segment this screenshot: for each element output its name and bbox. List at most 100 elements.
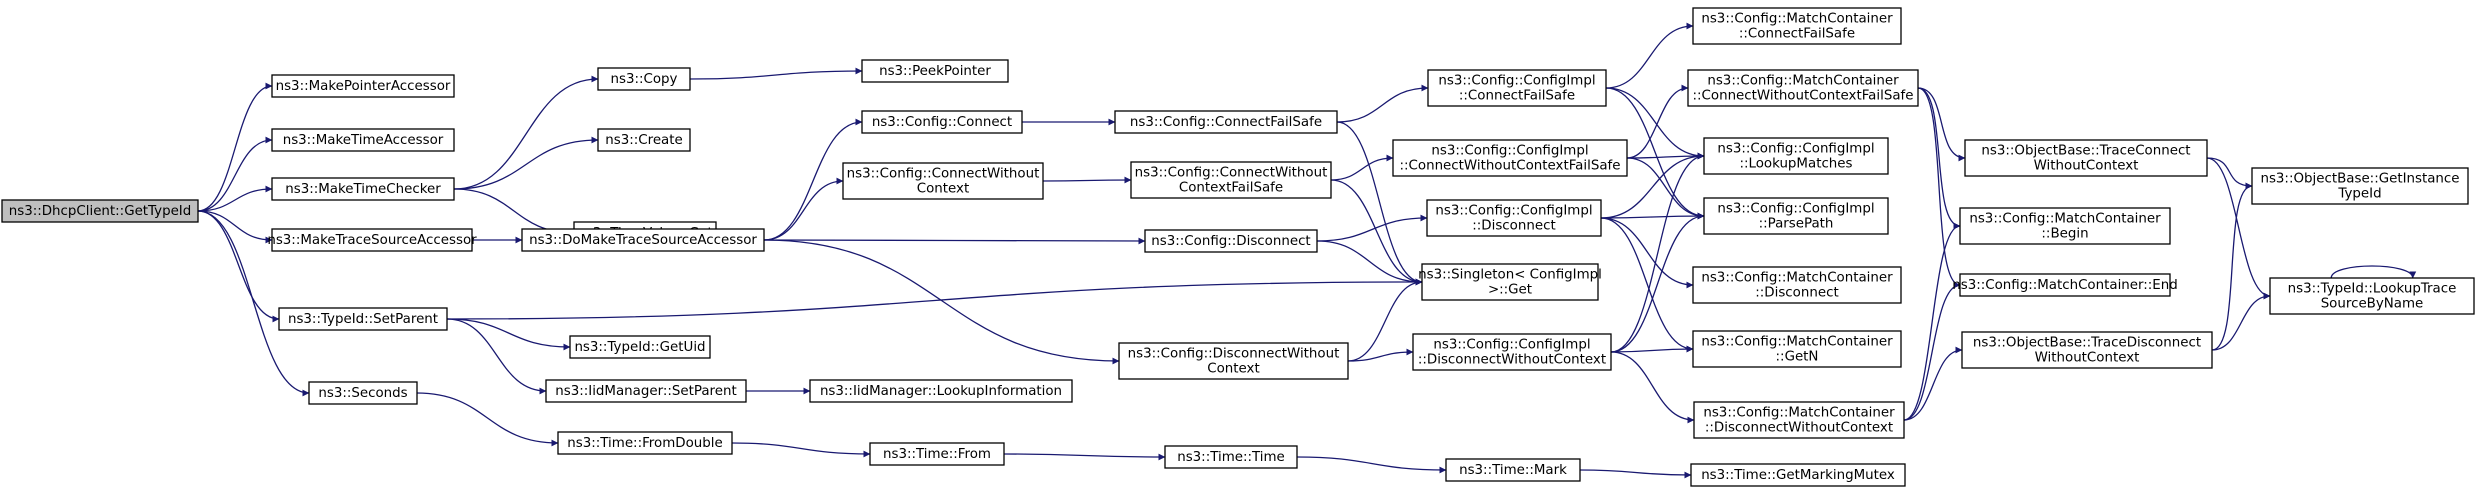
node-label: ns3::Config::Connect (872, 115, 1012, 130)
node-impl-disconnect[interactable]: ns3::Config::ConfigImpl::Disconnect (1426, 199, 1602, 237)
node-box (1130, 161, 1332, 199)
node-ob-trace-connect-without-context[interactable]: ns3::ObjectBase::TraceConnectWithoutCont… (1964, 139, 2208, 177)
node-make-time-checker[interactable]: ns3::MakeTimeChecker (271, 177, 455, 201)
edge-type-id-lookup-trace-source-by-name-to-type-id-lookup-trace-source-by-name (2330, 265, 2417, 279)
node-time-time[interactable]: ns3::Time::Time (1164, 445, 1298, 469)
node-do-make-trace-source-accessor[interactable]: ns3::DoMakeTraceSourceAccessor (521, 228, 765, 252)
node-time-get-marking-mutex[interactable]: ns3::Time::GetMarkingMutex (1690, 463, 1906, 487)
node-box (569, 335, 711, 359)
node-config-connect-without-context-fail-safe[interactable]: ns3::Config::ConnectWithoutContextFailSa… (1130, 161, 1332, 199)
node-box (1144, 229, 1318, 253)
node-iid-manager-set-parent[interactable]: ns3::IidManager::SetParent (545, 379, 747, 403)
node-label: ::Begin (2041, 227, 2088, 242)
node-copy[interactable]: ns3::Copy (597, 67, 691, 91)
node-peek-pointer[interactable]: ns3::PeekPointer (861, 59, 1009, 83)
edge-type-id-set-parent-to-singleton-get (446, 278, 1423, 320)
edge-mc-connect-without-context-fail-safe-to-ob-trace-connect-without-context (1917, 87, 1966, 162)
node-label: ns3::Config::MatchContainer (1701, 335, 1893, 350)
node-type-id-set-parent[interactable]: ns3::TypeId::SetParent (278, 307, 448, 331)
node-type-id-get-uid[interactable]: ns3::TypeId::GetUid (569, 335, 711, 359)
node-mc-end[interactable]: ns3::Config::MatchContainer::End (1952, 273, 2178, 297)
node-label: ns3::IidManager::SetParent (555, 384, 737, 399)
node-label: ns3::Config::Disconnect (1151, 234, 1310, 249)
node-config-connect-fail-safe[interactable]: ns3::Config::ConnectFailSafe (1114, 110, 1338, 134)
node-mc-disconnect[interactable]: ns3::Config::MatchContainer::Disconnect (1692, 266, 1902, 304)
node-singleton-get[interactable]: ns3::Singleton< ConfigImpl >::Get (1418, 263, 1602, 301)
node-label: ns3::ObjectBase::GetInstance (2260, 172, 2459, 187)
node-impl-disconnect-without-context[interactable]: ns3::Config::ConfigImpl::DisconnectWitho… (1412, 333, 1612, 371)
call-edges (197, 22, 2417, 479)
node-box (1693, 401, 1905, 439)
node-time-from[interactable]: ns3::Time::From (869, 442, 1005, 466)
node-label: ::ConnectWithoutContextFailSafe (1400, 159, 1621, 174)
node-mc-begin[interactable]: ns3::Config::MatchContainer::Begin (1959, 207, 2171, 245)
edge-impl-connect-without-context-fail-safe-to-impl-parse-path (1626, 157, 1705, 220)
edge-config-disconnect-to-singleton-get (1316, 240, 1423, 286)
node-label: ::ConnectFailSafe (1459, 89, 1575, 104)
node-label: ns3::DhcpClient::GetTypeId (9, 204, 192, 219)
edge-ob-trace-connect-without-context-to-ob-get-instance-type-id (2206, 157, 2253, 190)
edge-do-make-trace-source-accessor-to-config-disconnect (763, 237, 1146, 245)
node-box (1164, 445, 1298, 469)
node-mc-get-n[interactable]: ns3::Config::MatchContainer::GetN (1692, 330, 1902, 368)
node-box (2269, 277, 2475, 315)
node-label: ::LookupMatches (1739, 157, 1852, 172)
node-box (1703, 197, 1889, 235)
node-box (1114, 110, 1338, 134)
node-mc-connect-without-context-fail-safe[interactable]: ns3::Config::MatchContainer::ConnectWith… (1687, 69, 1919, 107)
node-impl-connect-without-context-fail-safe[interactable]: ns3::Config::ConfigImpl::ConnectWithoutC… (1392, 139, 1628, 177)
edge-ob-trace-disconnect-without-context-to-type-id-lookup-trace-source-by-name (2211, 292, 2271, 351)
edge-impl-connect-fail-safe-to-impl-parse-path (1605, 87, 1705, 220)
node-impl-parse-path[interactable]: ns3::Config::ConfigImpl::ParsePath (1703, 197, 1889, 235)
node-root[interactable]: ns3::DhcpClient::GetTypeId (1, 199, 199, 223)
node-mc-connect-fail-safe[interactable]: ns3::Config::MatchContainer::ConnectFail… (1692, 7, 1902, 45)
node-seconds[interactable]: ns3::Seconds (308, 381, 418, 405)
node-label: ns3::Time::FromDouble (567, 436, 722, 451)
node-time-from-double[interactable]: ns3::Time::FromDouble (557, 431, 733, 455)
node-label: ns3::IidManager::LookupInformation (820, 384, 1062, 399)
edge-root-to-type-id-set-parent (197, 210, 280, 323)
node-label: ns3::Config::ConfigImpl (1438, 74, 1595, 89)
node-make-trace-source-accessor[interactable]: ns3::MakeTraceSourceAccessor (267, 228, 477, 252)
edge-impl-disconnect-without-context-to-impl-lookup-matches (1610, 152, 1705, 353)
node-config-connect[interactable]: ns3::Config::Connect (861, 110, 1023, 134)
node-box (1392, 139, 1628, 177)
node-label: ::DisconnectWithoutContext (1705, 421, 1893, 436)
node-label: ns3::MakeTraceSourceAccessor (267, 233, 477, 248)
node-mc-disconnect-without-context[interactable]: ns3::Config::MatchContainer::DisconnectW… (1693, 401, 1905, 439)
node-ob-trace-disconnect-without-context[interactable]: ns3::ObjectBase::TraceDisconnectWithoutC… (1961, 331, 2213, 369)
node-label: ns3::TypeId::LookupTrace (2288, 282, 2457, 297)
node-label: ::ConnectFailSafe (1739, 27, 1855, 42)
node-label: ns3::Config::MatchContainer (1701, 271, 1893, 286)
node-label: ns3::TypeId::SetParent (288, 312, 438, 327)
edge-ob-trace-connect-without-context-to-type-id-lookup-trace-source-by-name (2206, 157, 2271, 300)
edge-root-to-seconds (197, 210, 310, 397)
node-make-pointer-accessor[interactable]: ns3::MakePointerAccessor (271, 74, 455, 98)
node-label: ns3::Config::MatchContainer (1701, 12, 1893, 27)
node-config-connect-without-context[interactable]: ns3::Config::ConnectWithoutContext (842, 162, 1044, 200)
node-make-time-accessor[interactable]: ns3::MakeTimeAccessor (271, 128, 455, 152)
node-iid-manager-lookup-information[interactable]: ns3::IidManager::LookupInformation (809, 379, 1073, 403)
node-create[interactable]: ns3::Create (597, 128, 691, 152)
edge-impl-disconnect-to-mc-disconnect (1600, 217, 1694, 289)
edge-mc-connect-without-context-fail-safe-to-mc-end (1917, 87, 1961, 289)
node-box (1427, 69, 1607, 107)
node-box (1, 199, 199, 223)
node-config-disconnect-without-context[interactable]: ns3::Config::DisconnectWithoutContext (1118, 342, 1349, 380)
node-label: WithoutContext (2035, 351, 2140, 366)
edge-root-to-make-pointer-accessor (197, 82, 273, 212)
edge-config-connect-without-context-to-config-connect-without-context-fail-safe (1042, 176, 1132, 184)
node-impl-connect-fail-safe[interactable]: ns3::Config::ConfigImpl::ConnectFailSafe (1427, 69, 1607, 107)
node-impl-lookup-matches[interactable]: ns3::Config::ConfigImpl::LookupMatches (1703, 137, 1889, 175)
node-box (1118, 342, 1349, 380)
node-box (271, 128, 455, 152)
edge-config-connect-fail-safe-to-singleton-get (1336, 121, 1423, 286)
edge-impl-connect-fail-safe-to-impl-lookup-matches (1605, 87, 1705, 160)
node-time-mark[interactable]: ns3::Time::Mark (1445, 458, 1581, 482)
node-config-disconnect[interactable]: ns3::Config::Disconnect (1144, 229, 1318, 253)
node-box (869, 442, 1005, 466)
node-label: ns3::ObjectBase::TraceConnect (1981, 144, 2190, 159)
